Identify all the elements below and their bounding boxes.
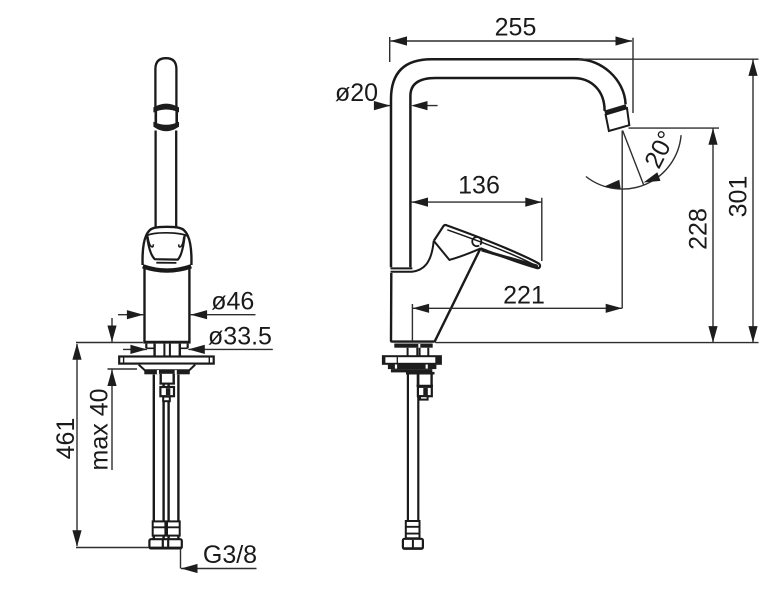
svg-text:max 40: max 40: [85, 389, 113, 471]
svg-text:ø20: ø20: [335, 79, 378, 107]
svg-text:ø46: ø46: [211, 287, 254, 315]
svg-text:221: 221: [503, 281, 545, 309]
svg-text:228: 228: [685, 208, 713, 250]
svg-text:G3/8: G3/8: [203, 541, 257, 569]
svg-text:136: 136: [458, 171, 500, 199]
svg-text:461: 461: [52, 418, 80, 460]
svg-text:255: 255: [495, 14, 537, 42]
svg-text:301: 301: [725, 176, 753, 218]
svg-text:ø33.5: ø33.5: [208, 322, 272, 350]
